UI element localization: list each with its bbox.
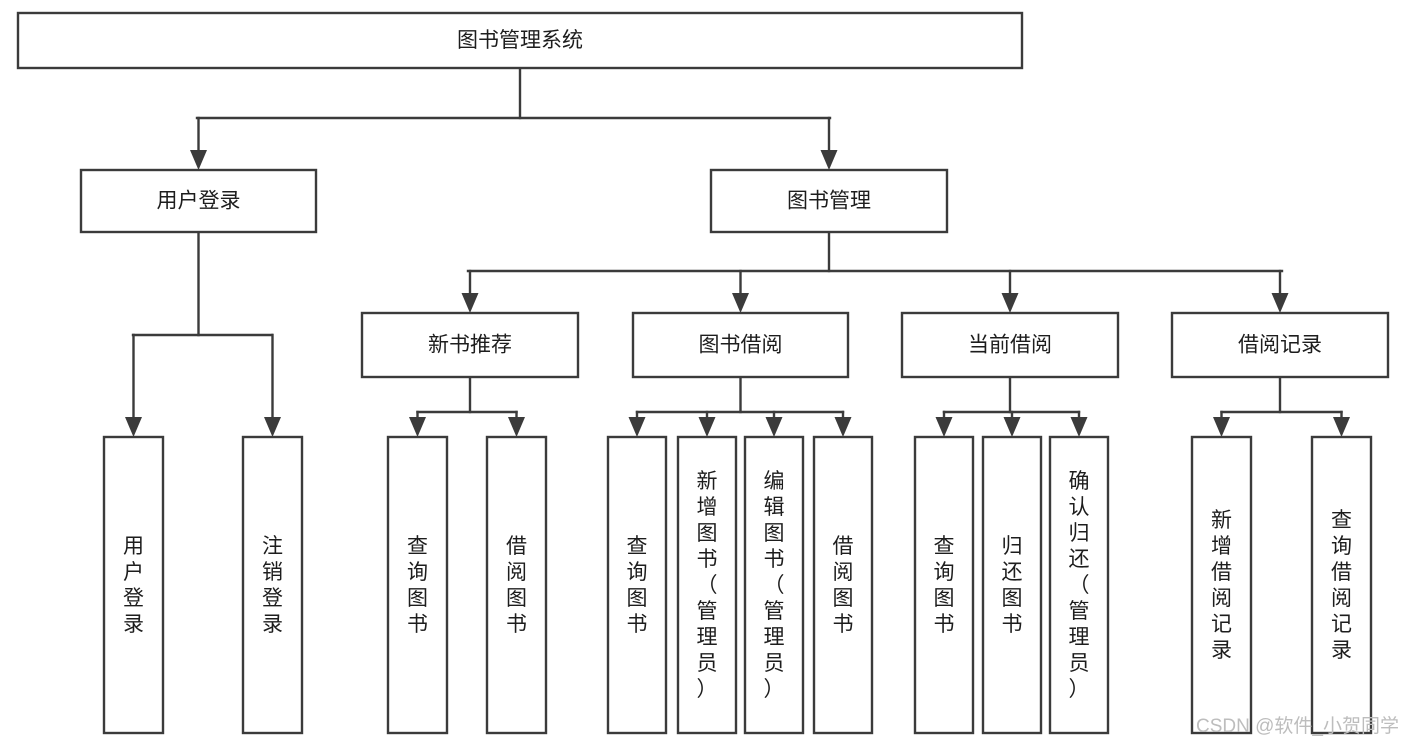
edge-book-borrow-to-bb-add-book-arrow-icon	[698, 417, 716, 437]
node-box-nb-borrow-book[interactable]	[485, 435, 548, 735]
node-label-book-borrow: 图书借阅	[699, 334, 783, 357]
node-box-user-login-do[interactable]	[102, 435, 165, 735]
edge-manage-to-book-borrow-arrow-icon	[732, 293, 749, 313]
watermark-label: CSDN @软件_小贺同学	[1196, 715, 1399, 737]
node-box-bb-query-book[interactable]	[606, 435, 668, 735]
edge-current-borrow-to-cb-query-book-arrow-icon	[935, 417, 953, 437]
node-br-query-record[interactable]: 查询借阅记录	[1310, 435, 1373, 735]
edge-current-borrow-to-cb-confirm-return-arrow-icon	[1070, 417, 1088, 437]
node-label-borrow-record: 借阅记录	[1238, 334, 1322, 357]
edge-current-borrow-to-cb-return-book-arrow-icon	[1003, 417, 1021, 437]
node-label-user-login: 用户登录	[157, 190, 241, 213]
node-box-br-query-record[interactable]	[1310, 435, 1373, 735]
node-label-br-add-record: 新增借阅记录	[1211, 509, 1232, 662]
node-cb-query-book[interactable]: 查询图书	[913, 435, 975, 735]
node-new-book-recommend[interactable]: 新书推荐	[360, 311, 580, 379]
node-br-add-record[interactable]: 新增借阅记录	[1190, 435, 1253, 735]
node-bb-borrow-book[interactable]: 借阅图书	[812, 435, 874, 735]
node-label-bb-query-book: 查询图书	[627, 535, 648, 636]
node-label-nb-borrow-book: 借阅图书	[506, 535, 527, 636]
node-label-nb-query-book: 查询图书	[407, 535, 428, 636]
node-bb-add-book[interactable]: 新增图书（管理员）	[676, 435, 738, 735]
node-box-new-book-recommend[interactable]	[360, 311, 580, 379]
node-label-book-manage: 图书管理	[787, 190, 871, 213]
edge-manage-to-current-borrow-arrow-icon	[1001, 293, 1019, 313]
edge-book-borrow-to-bb-borrow-book-arrow-icon	[834, 417, 852, 437]
node-label-root: 图书管理系统	[457, 29, 583, 52]
node-user-login[interactable]: 用户登录	[79, 168, 318, 234]
node-box-nb-query-book[interactable]	[386, 435, 449, 735]
node-box-cb-return-book[interactable]	[981, 435, 1043, 735]
edge-root-to-user-login-arrow-icon	[190, 150, 207, 170]
node-user-login-do[interactable]: 用户登录	[102, 435, 165, 735]
node-box-bb-edit-book[interactable]	[743, 435, 805, 735]
edge-manage-to-new-book-recommend-arrow-icon	[461, 293, 479, 313]
node-box-root[interactable]	[16, 11, 1024, 70]
edge-manage-to-borrow-record-arrow-icon	[1271, 293, 1289, 313]
node-label-current-borrow: 当前借阅	[968, 334, 1052, 357]
node-box-book-borrow[interactable]	[631, 311, 850, 379]
node-label-cb-query-book: 查询图书	[934, 535, 955, 636]
edge-new-book-recommend-to-nb-query-book-arrow-icon	[409, 417, 426, 437]
edge-borrow-record-to-br-add-record-arrow-icon	[1213, 417, 1230, 437]
edge-root-to-book-manage-arrow-icon	[820, 150, 838, 170]
node-bb-edit-book[interactable]: 编辑图书（管理员）	[743, 435, 805, 735]
node-box-borrow-record[interactable]	[1170, 311, 1390, 379]
nodes-layer: 图书管理系统用户登录图书管理新书推荐图书借阅当前借阅借阅记录用户登录注销登录查询…	[16, 11, 1390, 735]
node-book-borrow[interactable]: 图书借阅	[631, 311, 850, 379]
node-box-bb-borrow-book[interactable]	[812, 435, 874, 735]
node-borrow-record[interactable]: 借阅记录	[1170, 311, 1390, 379]
edge-borrow-record-to-br-query-record-arrow-icon	[1333, 417, 1350, 437]
node-cb-confirm-return[interactable]: 确认归还（管理员）	[1048, 435, 1110, 735]
node-label-bb-borrow-book: 借阅图书	[833, 535, 854, 636]
node-box-current-borrow[interactable]	[900, 311, 1120, 379]
edge-login-to-user-login-do-arrow-icon	[125, 417, 142, 437]
edge-book-borrow-to-bb-query-book-arrow-icon	[628, 417, 646, 437]
node-user-logout[interactable]: 注销登录	[241, 435, 304, 735]
edge-new-book-recommend-to-nb-borrow-book-arrow-icon	[508, 417, 525, 437]
edge-book-borrow-to-bb-edit-book-arrow-icon	[765, 417, 783, 437]
edge-login-to-user-logout-arrow-icon	[264, 417, 281, 437]
node-nb-borrow-book[interactable]: 借阅图书	[485, 435, 548, 735]
node-label-user-login-do: 用户登录	[123, 535, 144, 636]
node-box-cb-query-book[interactable]	[913, 435, 975, 735]
node-label-user-logout: 注销登录	[262, 535, 283, 636]
node-root[interactable]: 图书管理系统	[16, 11, 1024, 70]
node-nb-query-book[interactable]: 查询图书	[386, 435, 449, 735]
node-box-user-login[interactable]	[79, 168, 318, 234]
node-box-user-logout[interactable]	[241, 435, 304, 735]
node-box-cb-confirm-return[interactable]	[1048, 435, 1110, 735]
node-box-book-manage[interactable]	[709, 168, 949, 234]
node-label-bb-add-book: 新增图书（管理员）	[697, 470, 718, 701]
node-label-new-book-recommend: 新书推荐	[428, 334, 512, 357]
node-book-manage[interactable]: 图书管理	[709, 168, 949, 234]
node-cb-return-book[interactable]: 归还图书	[981, 435, 1043, 735]
node-label-cb-confirm-return: 确认归还（管理员）	[1069, 470, 1090, 701]
node-box-bb-add-book[interactable]	[676, 435, 738, 735]
node-label-bb-edit-book: 编辑图书（管理员）	[764, 470, 785, 701]
node-label-cb-return-book: 归还图书	[1002, 535, 1023, 636]
node-bb-query-book[interactable]: 查询图书	[606, 435, 668, 735]
connectors-layer	[125, 66, 1350, 437]
node-current-borrow[interactable]: 当前借阅	[900, 311, 1120, 379]
node-label-br-query-record: 查询借阅记录	[1331, 509, 1352, 662]
node-box-br-add-record[interactable]	[1190, 435, 1253, 735]
